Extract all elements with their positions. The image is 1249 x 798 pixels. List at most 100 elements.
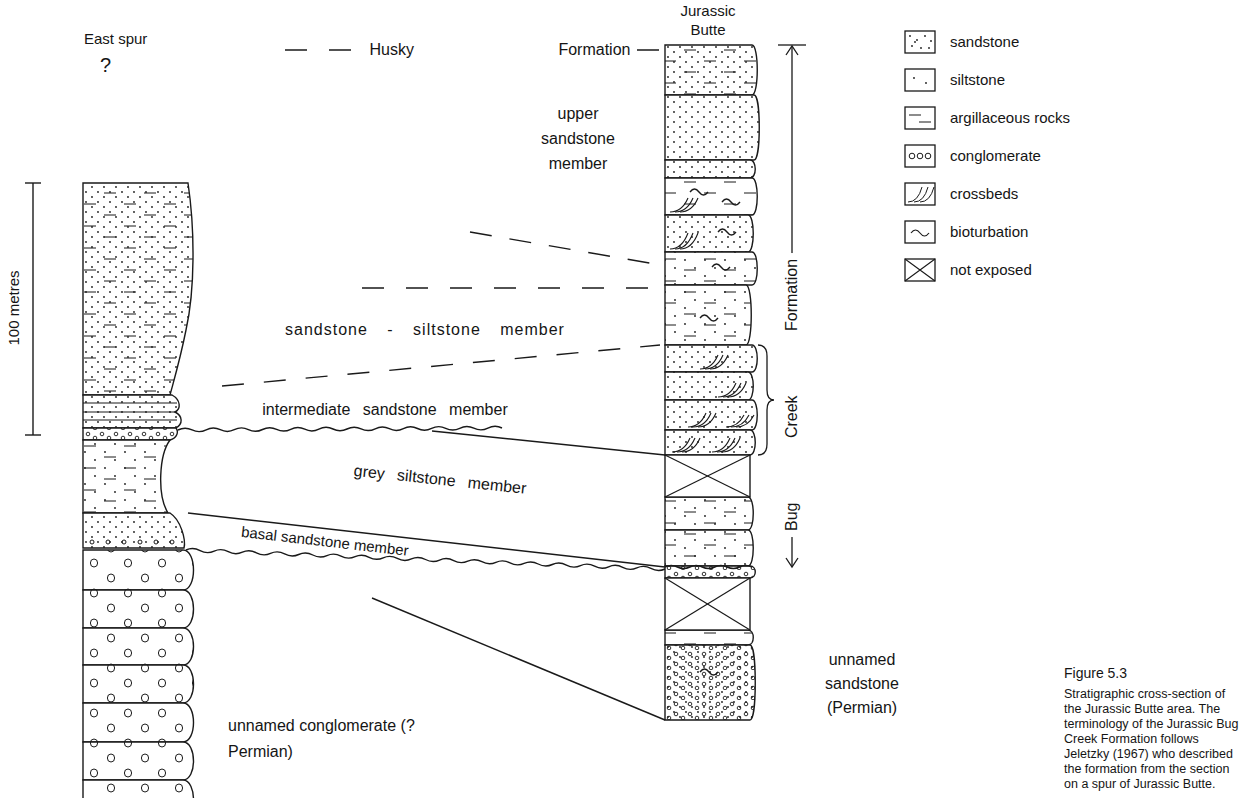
butte-bed-ground	[665, 45, 757, 95]
butte-bed-texture	[665, 400, 757, 430]
grain-dot	[914, 41, 916, 43]
butte-bed-ground	[665, 566, 755, 578]
range-arrowhead	[786, 558, 798, 567]
butte-bed-outline	[665, 345, 757, 372]
bedding-line	[83, 419, 177, 420]
legend-samples	[905, 31, 935, 281]
scale-label: 100 metres	[5, 270, 22, 345]
butte-bed-ground	[665, 252, 757, 285]
conglomerate-bed-ground	[83, 590, 194, 628]
sandstone-siltstone-unit-outline	[83, 183, 193, 395]
crossbed-symbol	[677, 438, 695, 452]
grain-dot	[924, 35, 926, 37]
unconformity	[186, 549, 665, 571]
formation-range	[778, 45, 806, 567]
basal-pebble	[154, 540, 158, 544]
conglomerate-bed-texture	[83, 628, 194, 665]
butte-bed-outline	[665, 160, 755, 178]
butte-bed-outline	[665, 45, 757, 95]
crossbed-symbol	[698, 413, 716, 427]
legend-swatch	[905, 259, 935, 281]
butte-bed-texture	[665, 497, 753, 530]
sandstone-siltstone-unit-texture	[83, 183, 193, 395]
correlation-line	[372, 598, 665, 720]
butte-bed-texture	[665, 345, 757, 372]
crossbed-symbol	[908, 187, 922, 202]
butte-bed-ground	[665, 497, 753, 530]
crossbed-symbol	[723, 383, 741, 397]
not-exposed-cross	[665, 578, 750, 630]
swatch-box	[905, 183, 935, 205]
grey-siltstone-unit-ground	[83, 440, 170, 513]
formation-name: Bug Creek Formation	[783, 253, 801, 537]
butte-bed-ground	[665, 178, 757, 215]
legend-text: sandstone	[950, 33, 1019, 50]
conglomerate-bed-ground	[83, 780, 194, 798]
grey-siltstone-unit-texture	[83, 440, 170, 513]
conglomerate-bed-texture	[83, 703, 194, 742]
legend-text: siltstone	[950, 71, 1005, 88]
column-title: Jurassic Butte	[670, 2, 746, 40]
pebble	[917, 153, 923, 159]
legend-swatch	[905, 69, 935, 91]
butte-bed-texture	[665, 95, 759, 160]
grain-dot	[913, 77, 915, 79]
butte-bed-ground	[665, 645, 755, 720]
basal-sandstone-unit-outline	[83, 513, 184, 548]
jurassic-butte-column	[665, 45, 774, 720]
butte-bed-outline	[665, 497, 753, 530]
sandstone-siltstone-unit-ground	[83, 183, 193, 395]
basal-sandstone-unit-texture	[83, 513, 184, 548]
crossbed-symbol	[705, 355, 723, 369]
legend-text: argillaceous rocks	[950, 109, 1070, 126]
bioturbation-symbol	[911, 230, 929, 236]
member-name: intermediate sandstone member	[262, 401, 507, 419]
grain-dot	[930, 40, 932, 42]
butte-bed-outline	[665, 178, 757, 215]
butte-bed-ground	[665, 630, 753, 645]
conglomerate-bed-outline	[83, 550, 194, 590]
pebble	[909, 153, 915, 159]
swatch-box	[905, 221, 935, 243]
conglomerate-bed-texture	[83, 590, 194, 628]
butte-bed-outline	[665, 530, 753, 566]
scale-tick	[25, 434, 41, 435]
not-exposed-box	[665, 578, 750, 630]
pebble-bed-texture	[83, 428, 177, 440]
butte-bed-ground	[665, 285, 751, 345]
legend-swatch	[905, 145, 935, 167]
member-boundary	[222, 345, 660, 386]
butte-bed-outline	[665, 95, 759, 160]
butte-bed-outline	[665, 252, 757, 285]
grain-dot	[909, 35, 911, 37]
butte-bed-texture	[665, 566, 755, 578]
intermediate-sandstone-unit-texture	[83, 395, 181, 428]
conglomerate-bed-ground	[83, 742, 194, 780]
grain-dot	[911, 45, 913, 47]
basal-pebble	[90, 540, 94, 544]
member-name: grey siltstone member	[353, 462, 527, 498]
legend-text: conglomerate	[950, 147, 1041, 164]
not-exposed-cross	[905, 259, 935, 281]
scale-line	[32, 183, 33, 435]
butte-bed-ground	[665, 372, 753, 400]
grain-dot	[925, 82, 927, 84]
bioturbation-symbol	[722, 199, 740, 205]
crossbed-symbol	[680, 233, 698, 249]
not-exposed-cross	[665, 455, 750, 497]
not-exposed-cross	[665, 455, 750, 497]
crossbed-symbol	[712, 438, 730, 452]
butte-bed-texture	[665, 530, 753, 566]
conglomerate-bed-outline	[83, 742, 194, 780]
not-exposed-box	[665, 455, 750, 497]
butte-bed-outline	[665, 630, 753, 645]
crossbed-symbol	[670, 198, 688, 212]
butte-bed-texture	[665, 497, 753, 530]
legend-text: crossbeds	[950, 185, 1018, 202]
swatch-box	[905, 145, 935, 167]
bioturbation-symbol	[700, 315, 718, 321]
butte-bed-outline	[665, 430, 755, 455]
intermediate-sandstone-unit-outline	[83, 395, 181, 428]
bioturbation-symbol	[690, 189, 708, 195]
